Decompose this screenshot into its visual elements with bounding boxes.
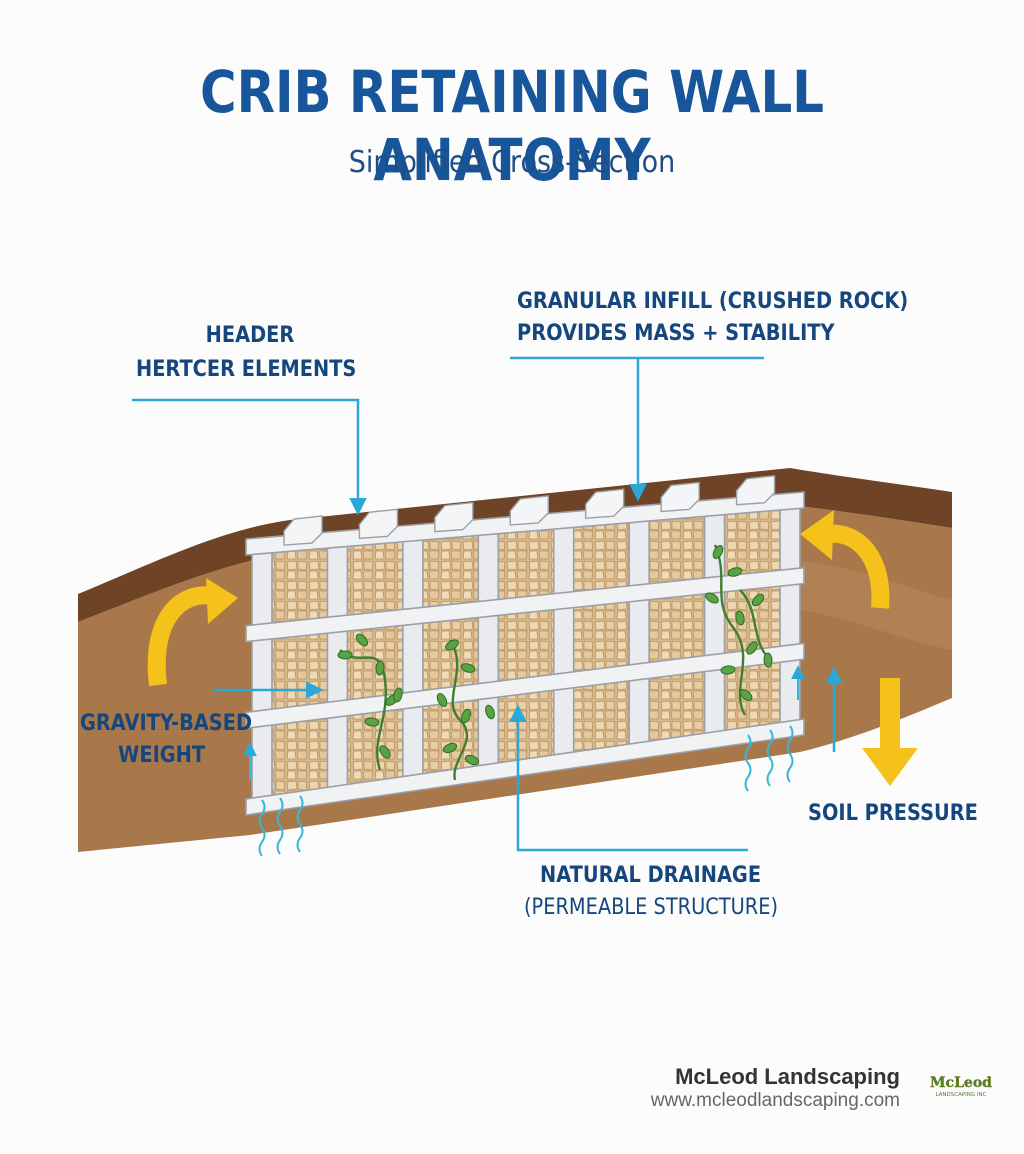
granular-infill xyxy=(262,498,790,800)
gravity-arrow xyxy=(147,578,238,687)
header-callout-line xyxy=(132,398,367,516)
vine-leaf xyxy=(460,663,476,673)
crib-stretcher xyxy=(703,498,726,743)
drainage-water-line xyxy=(744,734,752,792)
vine-leaf xyxy=(442,742,458,754)
page-subtitle: Simplified Cross-Section xyxy=(348,145,676,180)
crib-header-beam xyxy=(245,718,805,816)
soil-pressure-label: SOIL PRESSURE xyxy=(808,801,978,826)
vine-leaf xyxy=(379,745,391,759)
vine-leaf xyxy=(393,687,403,703)
vine-leaf xyxy=(445,639,459,651)
brand-logo: McLeod LANDSCAPING INC xyxy=(930,1075,993,1098)
vine-leaf xyxy=(746,641,758,655)
svg-text:McLeod: McLeod xyxy=(930,1075,992,1091)
gravity-label-line2: WEIGHT xyxy=(118,743,206,768)
page-title: CRIB RETAINING WALL ANATOMY xyxy=(199,58,825,194)
drainage-water-line xyxy=(786,725,794,783)
vine-leaf xyxy=(705,592,719,604)
header-label-line1: HEADER xyxy=(205,323,295,348)
gravity-label-line1: GRAVITY-BASED xyxy=(80,711,253,736)
header-block xyxy=(509,495,549,526)
crib-stretcher xyxy=(402,525,424,789)
vine-leaf xyxy=(461,708,471,724)
vine-leaf xyxy=(763,652,773,668)
drainage-water-line xyxy=(296,795,304,853)
vine-leaf xyxy=(375,660,385,676)
header-block xyxy=(735,474,776,506)
soil-pressure-down-arrow xyxy=(862,678,918,786)
vine-leaf xyxy=(355,633,369,647)
header-block xyxy=(283,515,323,546)
drainage-water-line xyxy=(766,729,774,787)
vine-leaf xyxy=(720,665,736,675)
vine-leaf xyxy=(485,704,495,720)
vine-leaf xyxy=(712,545,724,559)
header-block xyxy=(660,481,700,513)
crib-stretcher xyxy=(552,512,575,766)
vine-leaf xyxy=(739,689,753,701)
brand-url[interactable]: www.mcleodlandscaping.com xyxy=(650,1090,900,1111)
header-label-line2: HERTCER ELEMENTS xyxy=(136,357,357,382)
drainage-callout-line xyxy=(509,704,748,852)
vine-leaf xyxy=(735,610,745,626)
infill-label-line2: PROVIDES MASS + STABILITY xyxy=(517,321,835,346)
svg-text:LANDSCAPING INC: LANDSCAPING INC xyxy=(935,1092,986,1098)
brand-name: McLeod Landscaping xyxy=(675,1064,900,1089)
vine-leaf xyxy=(337,650,353,660)
infill-callout-line xyxy=(510,356,764,498)
crib-header-beam xyxy=(245,566,805,643)
vine-leaf xyxy=(727,567,743,577)
vine-leaf xyxy=(436,693,448,707)
crib-stretcher xyxy=(628,505,650,755)
vine-leaf xyxy=(364,717,380,727)
drainage-label-line1: NATURAL DRAINAGE xyxy=(540,863,762,888)
infill-label-line1: GRANULAR INFILL (CRUSHED ROCK) xyxy=(517,289,909,314)
drainage-label-line2: (PERMEABLE STRUCTURE) xyxy=(524,895,779,920)
header-block xyxy=(358,508,399,540)
vine-leaf xyxy=(464,754,480,766)
crib-stretcher xyxy=(251,539,273,812)
drainage-water-line xyxy=(258,799,266,857)
header-block xyxy=(434,501,474,533)
vines xyxy=(339,544,771,781)
vine-leaf xyxy=(751,593,765,607)
header-label: HEADER xyxy=(162,320,338,352)
crib-stretcher xyxy=(477,519,500,778)
soil-pressure-curved-arrow xyxy=(800,510,890,609)
drainage-water-line xyxy=(276,797,284,855)
crib-stretcher xyxy=(326,532,349,801)
